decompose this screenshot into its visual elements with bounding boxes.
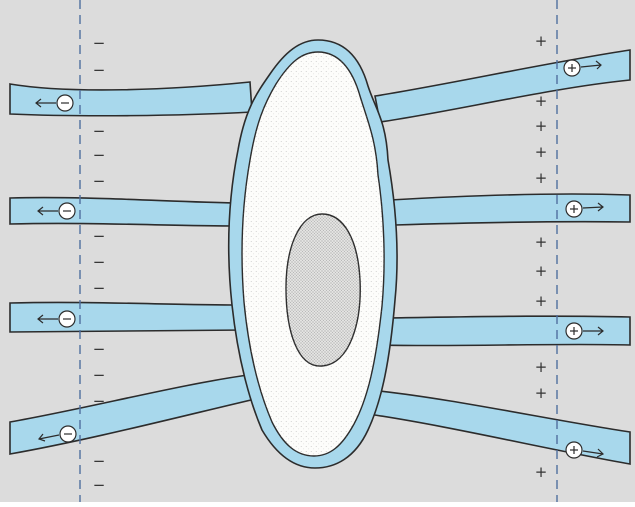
positive-sign: + xyxy=(535,358,548,376)
left-channel-3 xyxy=(10,302,245,332)
nucleus-stipple xyxy=(286,214,360,366)
positive-sign: + xyxy=(535,292,548,310)
negative-sign: − xyxy=(93,172,106,190)
positive-sign: + xyxy=(535,117,548,135)
positive-sign: + xyxy=(535,169,548,187)
positive-sign: + xyxy=(535,32,548,50)
negative-sign: − xyxy=(93,146,106,164)
negative-sign: − xyxy=(93,61,106,79)
negative-sign: − xyxy=(93,227,106,245)
positive-sign: + xyxy=(535,463,548,481)
positive-sign: + xyxy=(535,143,548,161)
positive-sign: + xyxy=(535,233,548,251)
negative-sign: − xyxy=(93,366,106,384)
left-channel-2 xyxy=(10,198,238,226)
negative-sign: − xyxy=(93,122,106,140)
negative-sign: − xyxy=(93,476,106,494)
negative-sign: − xyxy=(93,253,106,271)
negative-sign: − xyxy=(93,34,106,52)
positive-sign: + xyxy=(535,262,548,280)
negative-sign: − xyxy=(93,392,106,410)
negative-sign: − xyxy=(93,279,106,297)
positive-sign: + xyxy=(535,384,548,402)
right-channel-2 xyxy=(390,194,630,225)
negative-sign: − xyxy=(93,452,106,470)
positive-sign: + xyxy=(535,92,548,110)
negative-sign: − xyxy=(93,340,106,358)
